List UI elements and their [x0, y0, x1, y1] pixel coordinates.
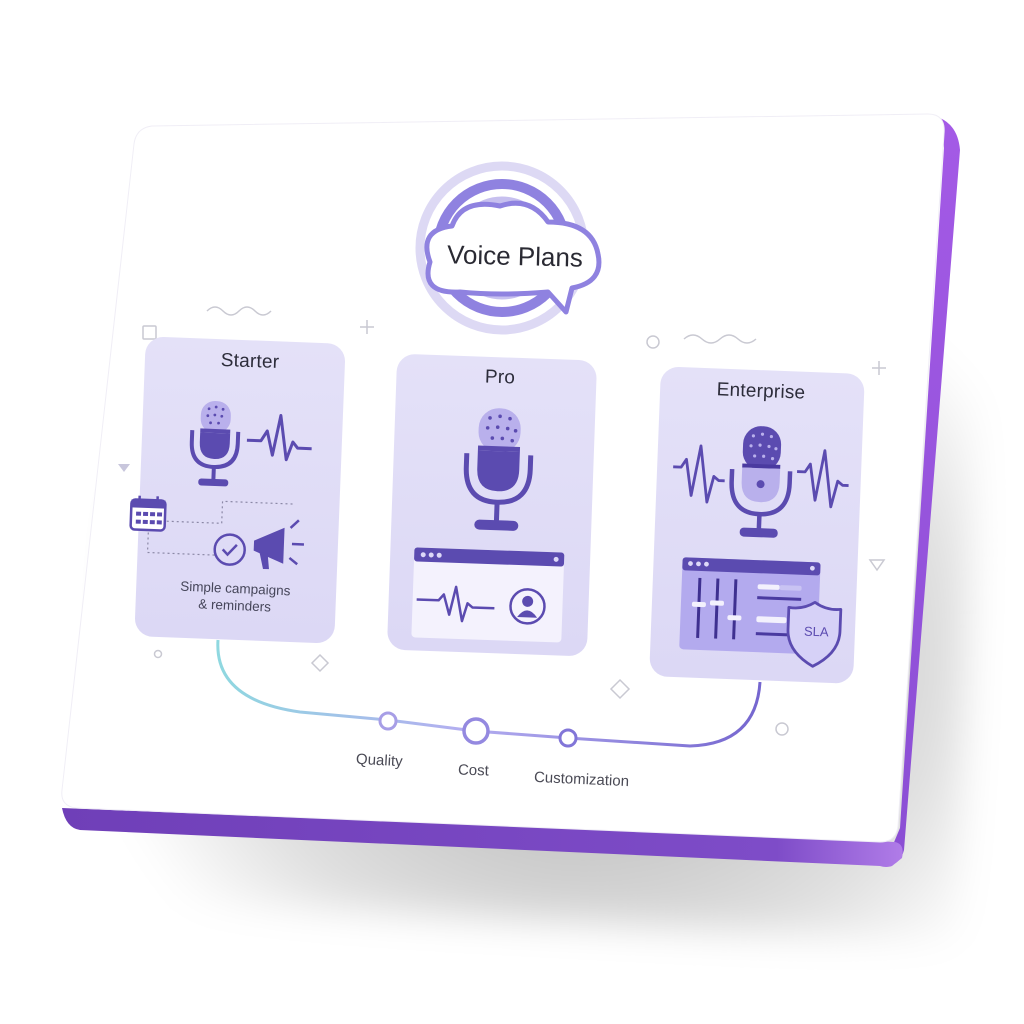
timeline-label-quality: Quality — [355, 750, 404, 771]
page-title: Voice Plans — [446, 239, 584, 273]
starter-card — [134, 336, 346, 644]
decorations — [118, 306, 886, 736]
timeline-label-cost: Cost — [457, 761, 490, 780]
sla-badge: SLA — [803, 623, 829, 640]
calendar-icon — [129, 495, 167, 532]
enterprise-card — [649, 366, 865, 684]
plan-caption-starter: Simple campaigns & reminders — [159, 577, 310, 618]
pro-card — [387, 354, 597, 656]
speech-cloud-icon — [415, 161, 602, 335]
shield-icon — [786, 600, 843, 668]
